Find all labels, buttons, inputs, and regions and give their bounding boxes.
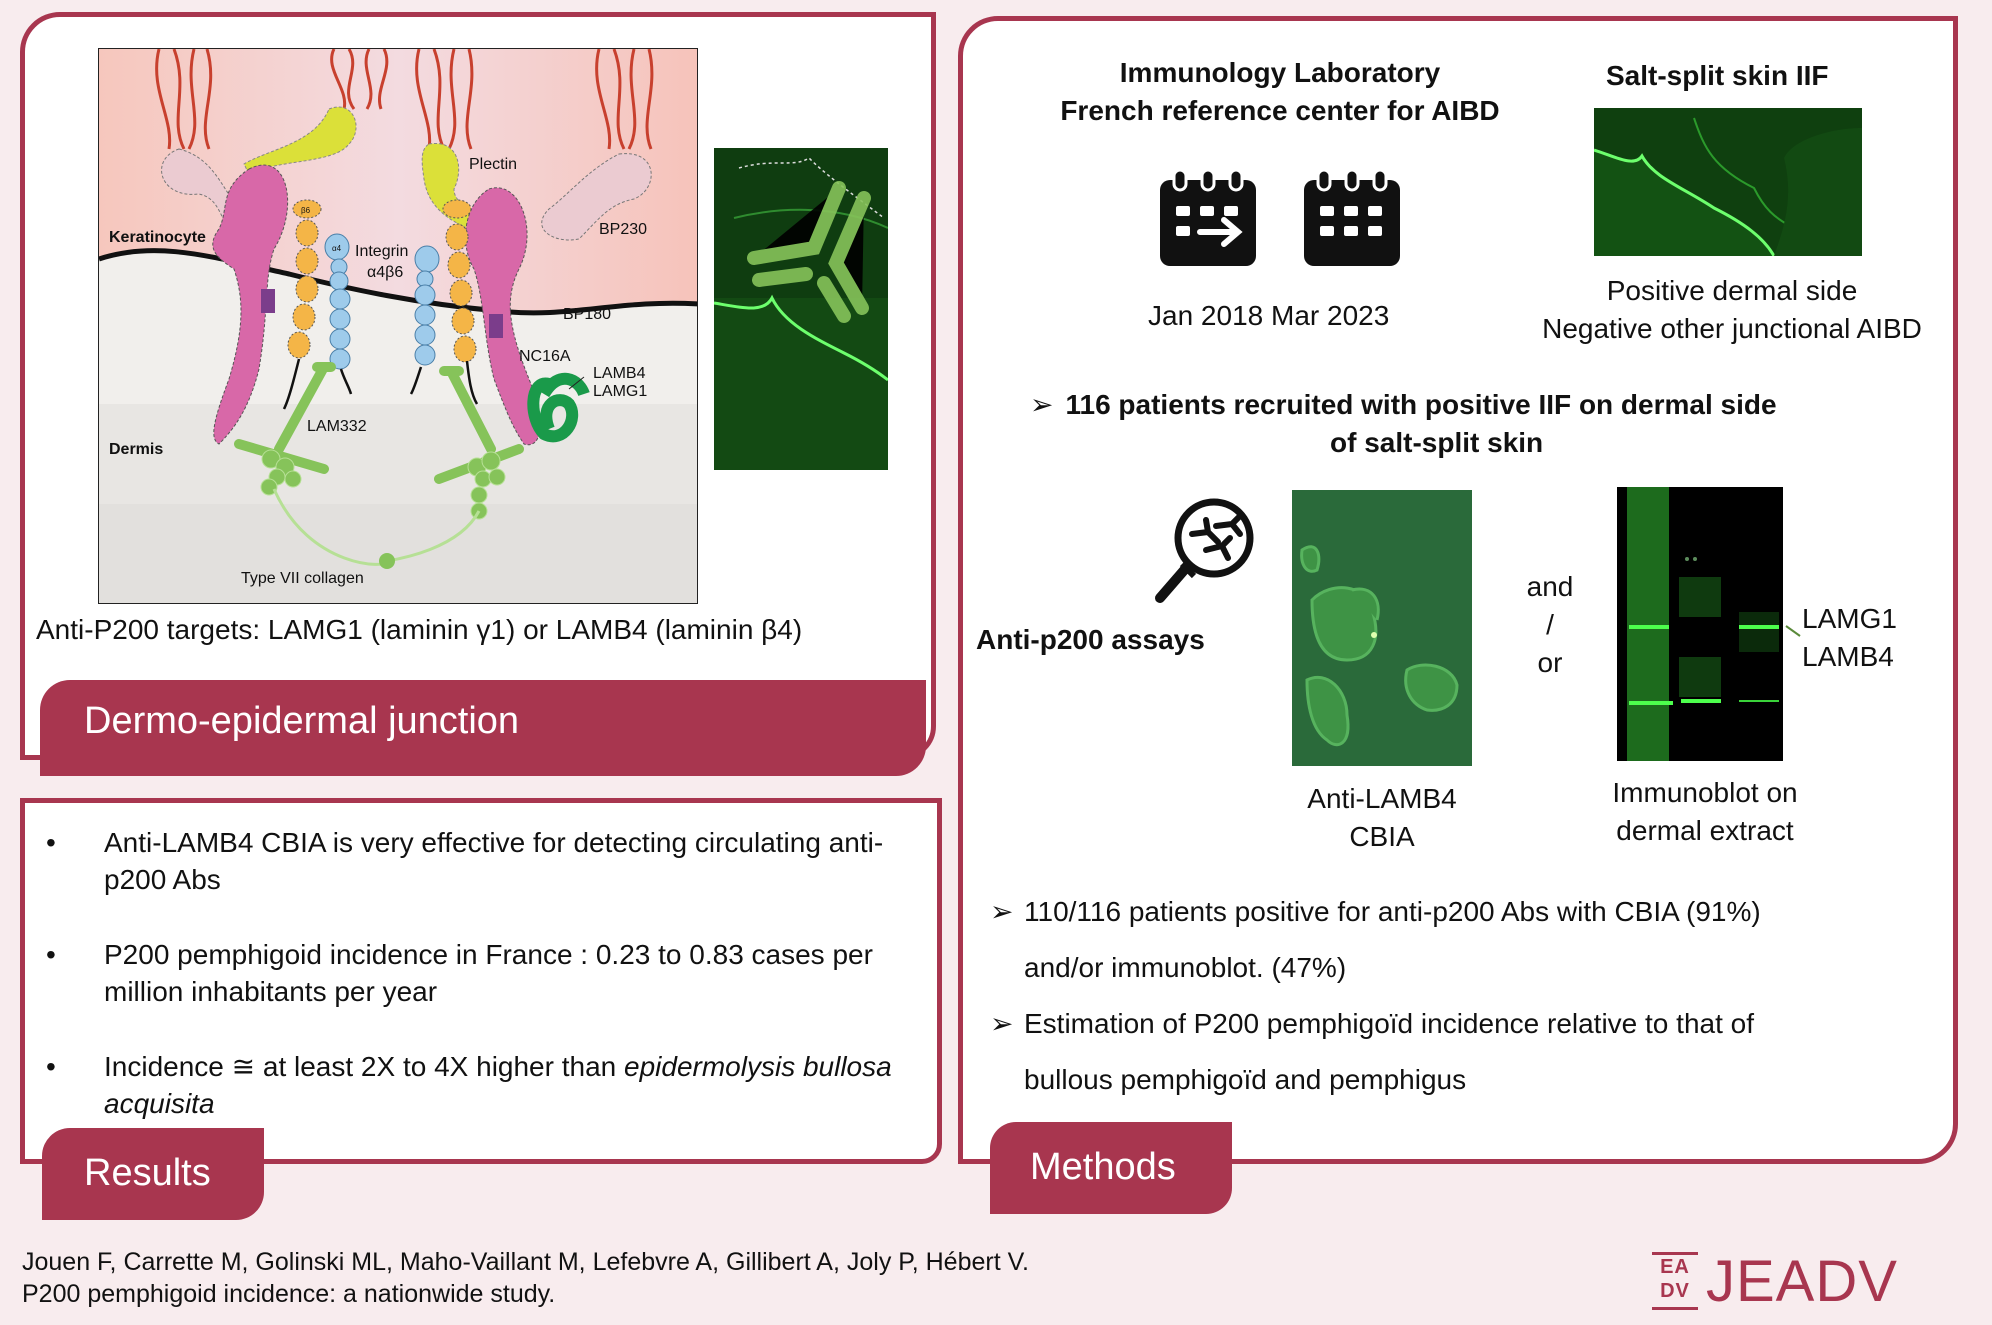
results-title-tab: Results	[42, 1128, 264, 1220]
blot-labels: LAMG1 LAMB4	[1802, 600, 1897, 676]
result-text: Anti-LAMB4 CBIA is very effective for de…	[104, 827, 884, 895]
finding-item: ➢ 110/116 patients positive for anti-p200…	[990, 884, 1930, 996]
citation-authors: Jouen F, Carrette M, Golinski ML, Maho-V…	[22, 1248, 1029, 1276]
targets-caption: Anti-P200 targets: LAMG1 (laminin γ1) or…	[36, 614, 803, 645]
salt-split-caption: Positive dermal side Negative other junc…	[1526, 272, 1938, 348]
antibody-icon	[747, 181, 871, 323]
blot-label-lamg1: LAMG1	[1802, 603, 1897, 634]
results-title: Results	[84, 1152, 211, 1194]
lab-title-line2: French reference center for AIBD	[1060, 95, 1500, 126]
jeadv-logo-mark: EA DV	[1652, 1252, 1698, 1310]
blot-label-lamb4: LAMB4	[1802, 641, 1894, 672]
finding-line1: 110/116 patients positive for anti-p200 …	[1024, 896, 1761, 927]
finding-line1: Estimation of P200 pemphigoïd incidence …	[1024, 1008, 1754, 1039]
finding-line2: and/or immunoblot. (47%)	[1024, 952, 1347, 983]
and-text: and	[1526, 571, 1574, 602]
label-type7-collagen: Type VII collagen	[241, 570, 364, 587]
recruitment-line1: 116 patients recruited with positive IIF…	[1065, 389, 1777, 420]
salt-split-image	[1594, 108, 1862, 256]
basement-membrane-line	[714, 294, 888, 382]
result-item: • P200 pemphigoid incidence in France : …	[36, 936, 916, 1010]
dates-text: Jan 2018 Mar 2023	[1148, 300, 1390, 331]
iif-antibody-image	[714, 148, 888, 470]
label-integrin-sub: α4β6	[367, 264, 403, 281]
result-item: • Anti-LAMB4 CBIA is very effective for …	[36, 824, 916, 898]
dej-diagram-svg: Keratinocyte Dermis Plectin Integrin α4β…	[99, 49, 697, 603]
label-lamg1: LAMG1	[593, 383, 647, 400]
methods-findings: ➢ 110/116 patients positive for anti-p200…	[990, 884, 1930, 1108]
junction-title-tab: Dermo-epidermal junction	[40, 680, 926, 776]
immunoblot-caption-line1: Immunoblot on	[1612, 777, 1798, 808]
arrow-bullet: ➢	[1030, 389, 1054, 420]
junction-title: Dermo-epidermal junction	[84, 700, 520, 742]
immunoblot-caption: Immunoblot on dermal extract	[1580, 774, 1830, 850]
cbia-image	[1292, 490, 1472, 766]
label-keratinocyte: Keratinocyte	[109, 229, 206, 246]
results-panel	[20, 798, 942, 1164]
cbia-caption-line1: Anti-LAMB4	[1307, 783, 1457, 814]
or-text: or	[1537, 647, 1563, 678]
cbia-caption-line2: CBIA	[1349, 821, 1415, 852]
methods-title-tab: Methods	[990, 1122, 1232, 1214]
methods-title: Methods	[1030, 1146, 1176, 1188]
label-plectin: Plectin	[469, 156, 517, 173]
results-list: • Anti-LAMB4 CBIA is very effective for …	[36, 824, 916, 1160]
salt-split-caption-line2: Negative other junctional AIBD	[1542, 313, 1922, 344]
label-lamb4: LAMB4	[593, 365, 646, 382]
label-bp180: BP180	[563, 306, 611, 323]
integrin-alpha4-chains	[324, 233, 440, 370]
cbia-caption: Anti-LAMB4 CBIA	[1282, 780, 1482, 856]
integrin-beta6-chains	[287, 199, 477, 363]
label-lam332: LAM332	[307, 418, 367, 435]
label-alpha4: α4	[332, 244, 342, 253]
lamb4-lamg1-coil	[527, 372, 590, 443]
label-dermis: Dermis	[109, 441, 163, 458]
salt-split-title: Salt-split skin IIF	[1606, 60, 1829, 91]
label-integrin: Integrin	[355, 243, 408, 260]
and-or-text: and / or	[1500, 568, 1600, 682]
label-beta6: β6	[301, 206, 311, 215]
result-item: • Incidence ≅ at least 2X to 4X higher t…	[36, 1048, 916, 1122]
keratin-filaments	[155, 49, 654, 150]
label-nc16a: NC16A	[519, 348, 571, 365]
logo-mark-top: EA	[1660, 1256, 1690, 1278]
recruitment-text: ➢ 116 patients recruited with positive II…	[1030, 386, 1890, 462]
bullet-dot: •	[46, 1051, 56, 1082]
label-bp230: BP230	[599, 221, 647, 238]
result-italic-text: epidermolysis bullosa acquisita	[104, 1051, 892, 1119]
finding-line2: bullous pemphigoïd and pemphigus	[1024, 1064, 1467, 1095]
lab-title: Immunology Laboratory French reference c…	[1020, 54, 1540, 130]
citation: Jouen F, Carrette M, Golinski ML, Maho-V…	[22, 1246, 1029, 1310]
immunoblot-image	[1617, 487, 1783, 761]
calendar-end-icon	[1300, 168, 1404, 275]
jeadv-logo-text: JEADV	[1706, 1249, 1898, 1314]
blot-pointer-arrow	[1784, 624, 1804, 645]
logo-mark-bottom: DV	[1660, 1280, 1690, 1302]
arrow-bullet: ➢	[990, 896, 1014, 927]
result-text: Incidence ≅ at least 2X to 4X higher tha…	[104, 1051, 625, 1082]
blot-bands	[1629, 625, 1779, 705]
salt-split-caption-line1: Positive dermal side	[1606, 275, 1858, 306]
assays-label: Anti-p200 assays	[976, 624, 1205, 655]
slash-text: /	[1546, 609, 1554, 640]
magnifier-antibody-icon	[1148, 494, 1260, 611]
dej-diagram: Keratinocyte Dermis Plectin Integrin α4β…	[98, 48, 698, 604]
result-text: P200 pemphigoid incidence in France : 0.…	[104, 939, 873, 1007]
finding-item: ➢ Estimation of P200 pemphigoïd incidence…	[990, 996, 1930, 1108]
arrow-bullet: ➢	[990, 1008, 1014, 1039]
calendar-start-icon	[1156, 168, 1260, 275]
lab-title-line1: Immunology Laboratory	[1119, 57, 1441, 88]
bullet-dot: •	[46, 939, 56, 970]
citation-title: P200 pemphigoid incidence: a nationwide …	[22, 1280, 556, 1308]
bullet-dot: •	[46, 827, 56, 858]
recruitment-line2: of salt-split skin	[1330, 427, 1544, 458]
immunoblot-caption-line2: dermal extract	[1616, 815, 1794, 846]
